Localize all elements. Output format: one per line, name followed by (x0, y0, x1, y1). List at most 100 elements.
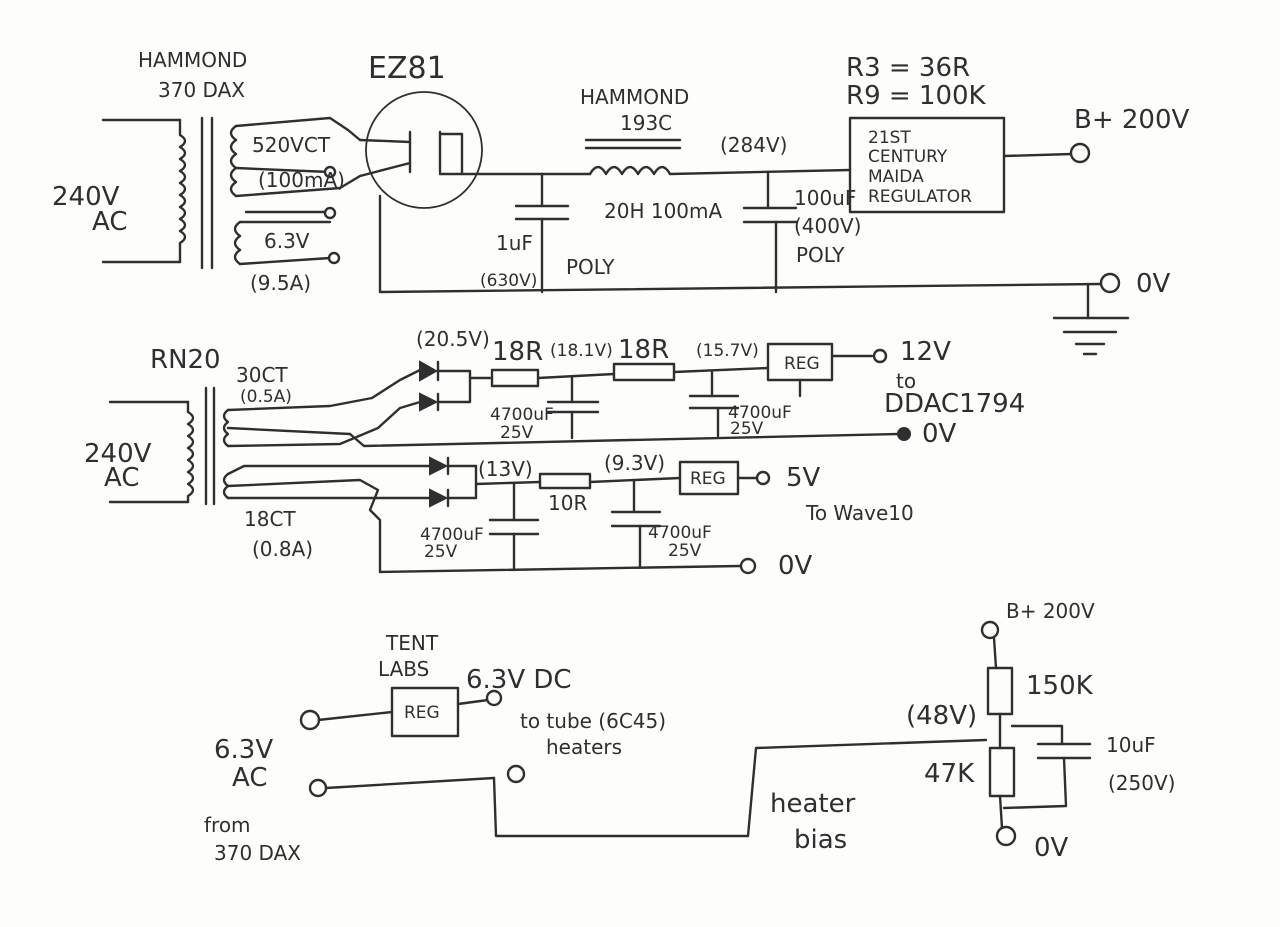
heater-in-line4: 370 DAX (214, 841, 301, 865)
sec-a-bottom-lead (226, 400, 422, 448)
rn20-transformer-label: RN20 (150, 345, 221, 375)
rail12-to-reg-wire (672, 366, 770, 374)
bias-bottom-lead (998, 794, 1004, 830)
hammond-370dax-label-line1: HAMMOND (138, 48, 247, 72)
heater-dest-line2: heaters (546, 735, 622, 759)
reg-5v-label: REG (690, 469, 726, 489)
resistor-150k-label: 150K (1026, 671, 1094, 701)
diode-a1 (419, 360, 439, 382)
sec-b-top-lead (226, 464, 432, 476)
rail12-r1-label: 18R (492, 337, 543, 367)
hv-input-voltage: 240V (52, 182, 120, 212)
primary-coil (178, 118, 187, 264)
hv-center-tap-lead (234, 166, 332, 174)
heater-bias-label-line1: heater (770, 789, 856, 819)
sec-a-ct-lead (226, 426, 352, 436)
rail5-ground-label: 0V (778, 551, 813, 581)
rail5-cap1-voltage: 25V (424, 542, 458, 562)
hammond-370dax-label-line2: 370 DAX (158, 78, 245, 102)
bplus-output-terminal (1069, 142, 1091, 164)
heater-dest-line1: to tube (6C45) (520, 709, 666, 733)
out-12v-terminal (872, 348, 888, 364)
cap1-type: POLY (566, 255, 615, 279)
rail12-ground (348, 432, 900, 448)
rail5-r1-label: 10R (548, 491, 587, 515)
heater-secondary-voltage: 6.3V (264, 229, 310, 253)
heater-in-terminal1 (299, 709, 321, 731)
rail12-cap1-value: 4700uF (490, 405, 554, 425)
rectifier-tube-label: EZ81 (368, 51, 446, 86)
bias-cap-bottom-lead (1002, 756, 1068, 810)
cap1-voltage: (630V) (480, 271, 537, 291)
bias-cap-voltage: (250V) (1108, 771, 1175, 795)
bias-ground-label: 0V (1034, 833, 1069, 863)
resistor-150k (986, 666, 1014, 716)
regulator-note-line1: R3 = 36R (846, 53, 970, 83)
heater-secondary-bottom-lead (238, 256, 332, 266)
cap2-value: 100uF (794, 186, 856, 210)
heater-bias-label-line2: bias (794, 825, 847, 855)
rail12-mid-wire (536, 372, 616, 380)
rail12-cap2-voltage: 25V (730, 419, 764, 439)
hv-secondary-coil (229, 124, 238, 198)
resistor-47k-label: 47K (924, 759, 975, 789)
rail12-v1: (20.5V) (416, 327, 490, 351)
out-5v-label: 5V (786, 463, 821, 493)
rail12-resistor2 (612, 362, 676, 382)
bias-cap-value: 10uF (1106, 733, 1156, 757)
tent-labs-line1: TENT (385, 631, 439, 655)
rail12-ground-label: 0V (922, 419, 957, 449)
rail12-v2: (18.1V) (550, 341, 613, 361)
rail-b-diode-join (446, 464, 478, 500)
hv-ground-rail (378, 194, 1102, 294)
cap1-value: 1uF (496, 231, 533, 255)
bplus-output-wire (1002, 152, 1074, 158)
hv-supply-section: HAMMOND 370 DAX 240V AC 520VCT (100mA) 6… (52, 48, 1190, 356)
sec-a-top-lead (226, 368, 422, 412)
choke-coil (588, 165, 672, 176)
center-tap-node (323, 165, 337, 179)
maida-regulator-box (848, 116, 1006, 214)
tube-anode-left-lead (358, 138, 412, 144)
resistor-47k (988, 746, 1016, 798)
diode-b2 (429, 488, 449, 508)
sec-b-rating: 18CT (244, 507, 296, 531)
heater-in-line2: AC (232, 763, 267, 793)
hv-secondary-current: (100mA) (258, 168, 345, 192)
reg-12v-label: REG (784, 354, 820, 374)
rail5-cap2-value: 4700uF (648, 523, 712, 543)
choke-rating: 20H 100mA (604, 199, 723, 223)
hv-secondary-top-lead (234, 116, 362, 142)
regulator-note-line2: R9 = 100K (846, 81, 987, 111)
cap2-type: POLY (796, 243, 845, 267)
heater-out-wire1 (456, 698, 490, 706)
out-5v-dest: To Wave10 (805, 501, 914, 525)
bias-cap-top-lead (1010, 724, 1064, 746)
rail5-v1: (13V) (478, 457, 533, 481)
rail-b-to-r1 (474, 480, 542, 486)
rail5-cap2-voltage: 25V (668, 541, 702, 561)
rectifier-tube-envelope (365, 91, 483, 209)
bias-node-voltage: (48V) (906, 701, 977, 731)
heater-in-wire2 (324, 776, 496, 790)
rail-a-diode-join (436, 369, 472, 404)
lv-input-type: AC (104, 463, 139, 493)
rail12-resistor1 (490, 368, 540, 388)
node-voltage-284: (284V) (720, 133, 787, 157)
heater-in-line1: 6.3V (214, 735, 273, 765)
regulator-text-line1: 21ST (868, 128, 911, 148)
bias-bplus-label: B+ 200V (1006, 599, 1095, 623)
choke-label-line2: 193C (620, 111, 672, 135)
heater-bias-wire (492, 738, 988, 838)
rail5-v2: (9.3V) (604, 451, 665, 475)
tent-labs-line2: LABS (378, 657, 429, 681)
hv-ground-label: 0V (1136, 269, 1171, 299)
heater-secondary-coil (233, 220, 242, 266)
bplus-output-label: B+ 200V (1074, 105, 1190, 135)
lv-input-voltage: 240V (84, 439, 152, 469)
bias-bplus-terminal (980, 620, 1000, 640)
sec-a-coil (222, 408, 230, 448)
hv-ground-terminal (1099, 272, 1121, 294)
rail12-cap1-voltage: 25V (500, 423, 534, 443)
